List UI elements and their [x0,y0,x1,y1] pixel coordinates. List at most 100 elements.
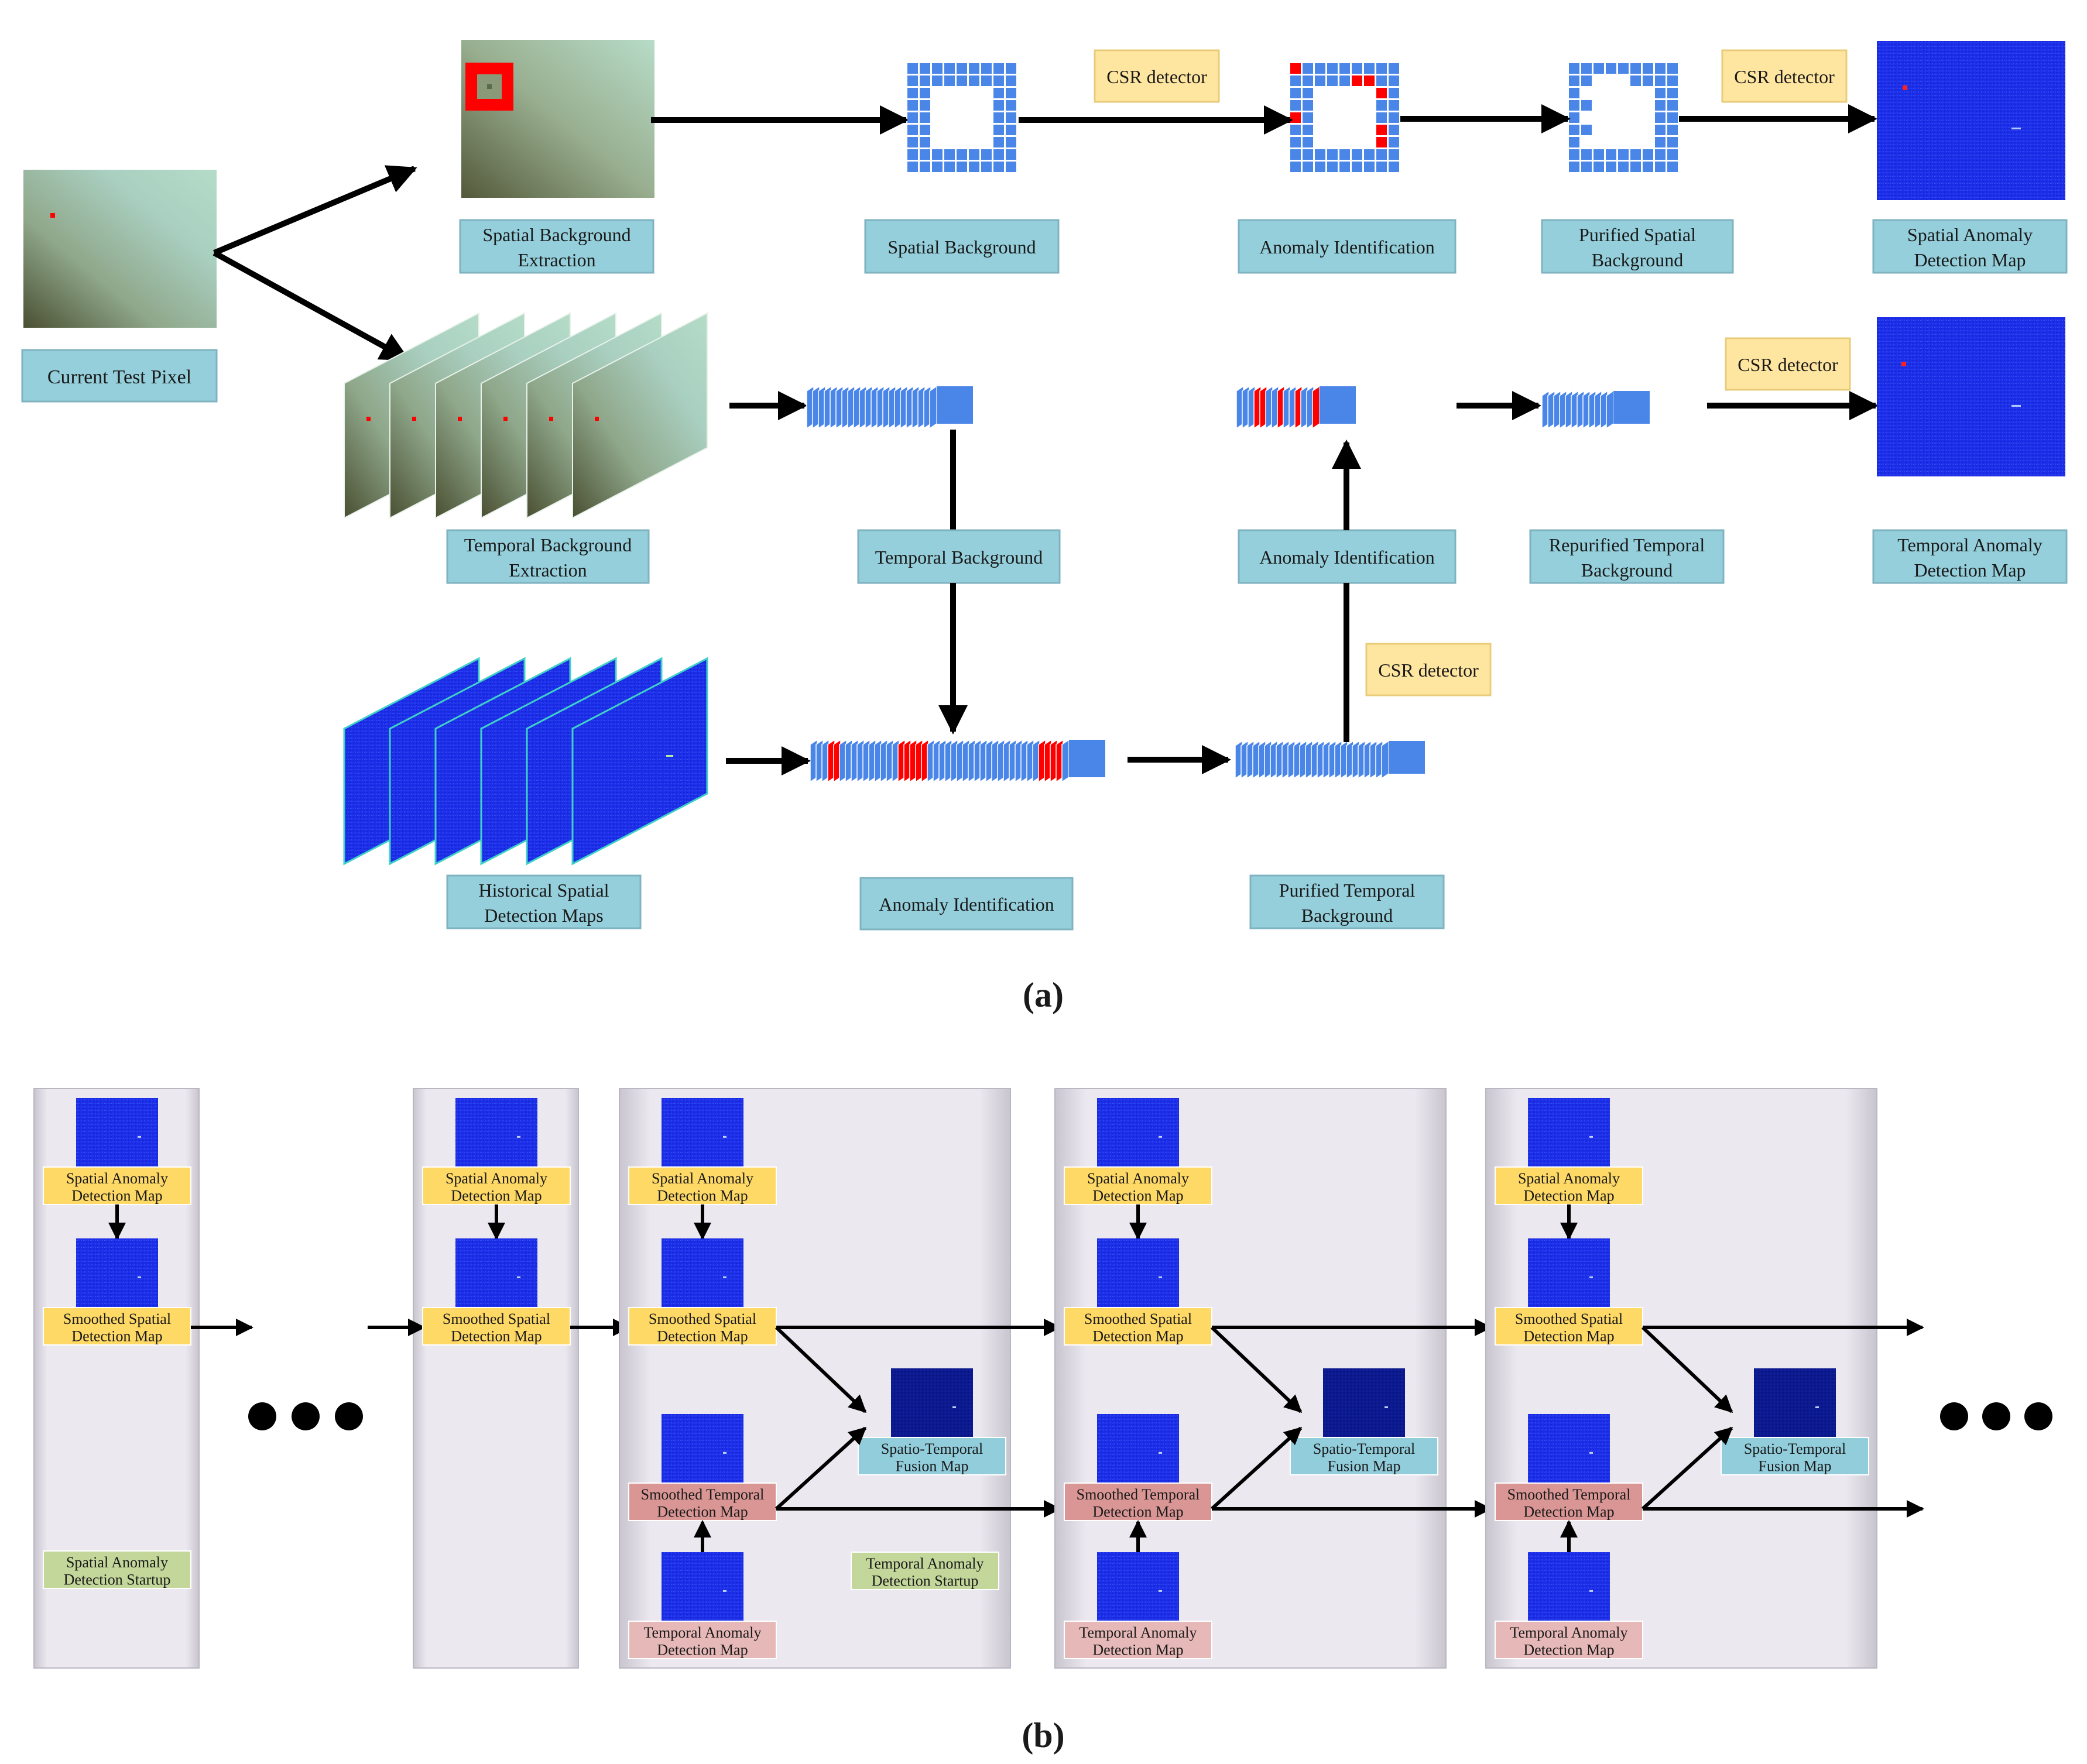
temporal-anomaly-detection-map-line1: Temporal Anomaly [1897,534,2042,555]
smoothed-spatial-map-thumb-2 [455,1238,537,1307]
fusion-map-box-3-line2: Fusion Map [896,1458,969,1475]
temporal-anomaly-detection-map-label: Temporal Anomaly Detection Map [1872,529,2068,584]
grid-cell [1376,112,1387,123]
grid-cell [1303,125,1313,135]
smoothed-spatial-map-thumb-3-mark [723,1276,726,1278]
grid-cell [1667,63,1678,74]
anomaly-identification-mid-label: Anomaly Identification [1238,529,1457,584]
grid-cell [1389,112,1399,123]
grid-cell [993,125,1004,135]
grid-cell [1569,149,1579,160]
grid-cell [1327,162,1338,172]
grid-cell [920,149,930,160]
anomaly-pixel [412,417,416,421]
grid-cell [981,162,992,172]
spatial-background-extraction-label: Spatial Background Extraction [459,219,654,274]
grid-cell [1655,137,1666,147]
grid-cell [1006,63,1016,74]
grid-cell [1569,125,1579,135]
smoothed-spatial-map-thumb-1-mark [138,1276,141,1278]
grid-cell [1655,63,1666,74]
grid-cell [907,63,918,74]
repurified-temporal-strip [1541,390,1650,430]
grid-cell [1315,63,1325,74]
temporal-background-text: Temporal Background [875,547,1043,568]
grid-cell [1655,88,1666,98]
purified-temporal-background-label: Purified Temporal Background [1249,874,1445,929]
spatial-background-extraction-line2: Extraction [518,249,595,270]
spatial-anomaly-map-thumb-3-mark [723,1135,726,1138]
temporal-anomaly-map-thumb-5 [1528,1552,1610,1621]
historical-map-frame [571,657,708,866]
spatial-background-text: Spatial Background [887,236,1036,258]
spatial-anomaly-map-box-1-line2: Detection Map [71,1188,162,1204]
grid-cell [1389,137,1399,147]
arrow-panel-4-spatial-to-fusion [1210,1326,1303,1413]
fusion-map-thumb-4 [1323,1368,1405,1437]
temporal-background-label: Temporal Background [857,529,1061,584]
grid-cell [1569,63,1579,74]
grid-cell [1606,63,1616,74]
grid-cell [1667,75,1678,86]
grid-cell [1630,75,1641,86]
grid-cell [1364,162,1375,172]
anomaly-band [1312,385,1320,430]
grid-cell [1569,75,1579,86]
fusion-map-thumb-3 [891,1368,973,1437]
spatial-background-grid [907,63,1016,172]
repurified-temporal-background-label: Repurified Temporal Background [1529,529,1725,584]
anomaly-identification-mid-strip [1236,385,1356,430]
fusion-map-thumb-5-mark [1815,1406,1819,1408]
spatial-anomaly-map-box-5-line1: Spatial Anomaly [1518,1170,1620,1187]
repurified-temporal-background-line1: Repurified Temporal [1549,534,1705,555]
spatial-anomaly-map-thumb-4 [1097,1098,1179,1167]
temporal-startup-box-line1: Temporal Anomaly [866,1555,983,1572]
spatial-anomaly-map-box-4-line1: Spatial Anomaly [1087,1170,1189,1187]
strip-end [937,386,973,424]
grid-cell [1006,100,1016,111]
grid-cell [1290,75,1301,86]
grid-cell [1290,125,1301,135]
temporal-background-extraction-label: Temporal Background Extraction [446,529,650,584]
grid-cell [1569,162,1579,172]
spatial-extraction-image [461,40,654,198]
grid-cell [1364,149,1375,160]
grid-cell [993,75,1004,86]
smoothed-spatial-map-thumb-1 [76,1238,158,1307]
spectral-band [1606,390,1614,430]
temporal-anomaly-map-thumb-3 [662,1552,743,1621]
grid-cell [957,63,967,74]
grid-cell [1327,75,1338,86]
smoothed-temporal-map-thumb-4 [1097,1414,1179,1483]
temporal-anomaly-map-box-3-line2: Detection Map [657,1642,748,1659]
grid-cell [1655,112,1666,123]
grid-cell [993,63,1004,74]
strip-end [1320,386,1356,424]
grid-cell [944,149,955,160]
grid-cell [993,137,1004,147]
grid-cell [1667,137,1678,147]
grid-cell [920,125,930,135]
spatial-anomaly-map-box-2-line1: Spatial Anomaly [445,1170,547,1187]
spatial-anomaly-map-thumb-2-mark [517,1135,520,1138]
branch-arrow-temporal [213,250,410,362]
spatial-startup-box-line2: Detection Startup [64,1571,171,1588]
smoothed-spatial-box-3-line1: Smoothed Spatial [649,1310,756,1327]
historical-spatial-detection-maps-line2: Detection Maps [484,905,604,926]
anomaly-identification-bottom-strip [810,739,1105,783]
grid-cell [907,162,918,172]
temporal-anomaly-map-box-4-line2: Detection Map [1092,1642,1183,1659]
smoothed-temporal-map-thumb-3 [662,1414,743,1483]
grid-cell [1618,63,1629,74]
smoothed-spatial-map-thumb-4-mark [1159,1276,1162,1278]
grid-cell [1290,137,1301,147]
spectral-band [1061,739,1070,783]
grid-cell [1655,149,1666,160]
